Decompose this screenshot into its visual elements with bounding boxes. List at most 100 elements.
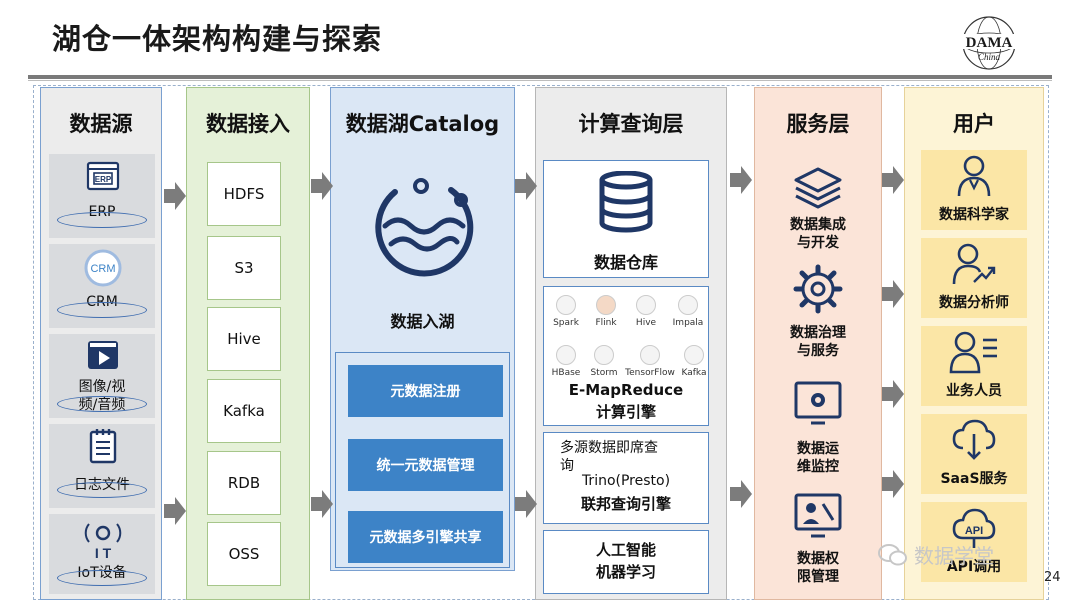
platter-ring xyxy=(57,212,147,228)
ai-ml-box: 人工智能 机器学习 xyxy=(543,530,709,594)
source-crm: CRM CRM xyxy=(49,244,155,328)
api-cloud-icon: API xyxy=(952,508,996,548)
flow-arrow-icon xyxy=(882,166,904,194)
column-users: 用户 数据科学家 数据分析师 业务人员 xyxy=(904,87,1044,600)
service-label-line2: 维监控 xyxy=(797,459,839,475)
crm-icon-text: CRM xyxy=(90,263,115,275)
warehouse-label: 数据仓库 xyxy=(593,253,658,272)
emr-subtitle: 计算引擎 xyxy=(595,403,656,421)
column-header: 数据源 xyxy=(69,112,133,136)
engine-flink: Flink xyxy=(586,295,626,328)
emr-engine-box: Spark Flink Hive Impala HBase Storm Tens… xyxy=(543,286,709,426)
svg-text:I T: I T xyxy=(95,545,112,560)
platter-ring xyxy=(57,482,147,498)
ml-label: 机器学习 xyxy=(595,563,656,581)
source-log: 日志文件 xyxy=(49,424,155,508)
source-label-line1: 图像/视 xyxy=(78,379,126,395)
column-header: 数据湖Catalog xyxy=(345,112,500,136)
flow-arrow-icon xyxy=(882,280,904,308)
page-title: 湖仓一体架构构建与探索 xyxy=(52,22,383,56)
wechat-icon xyxy=(878,543,907,565)
adhoc-query-box: 多源数据即席查 询 Trino(Presto) 联邦查询引擎 xyxy=(543,432,709,524)
engine-hbase: HBase xyxy=(546,345,586,378)
column-data-sources: 数据源 ERP ERP CRM CRM 图像/视 频/音频 xyxy=(40,87,162,600)
flow-arrow-icon xyxy=(882,380,904,408)
page-number: 24 xyxy=(1044,570,1061,585)
business-user-icon xyxy=(949,331,997,374)
user-data-analyst: 数据分析师 xyxy=(921,238,1027,318)
federated-query-label: 联邦查询引擎 xyxy=(580,495,671,513)
ingest-item: RDB xyxy=(207,451,281,515)
iot-icon: I T xyxy=(84,523,122,560)
user-label: API调用 xyxy=(946,559,1002,575)
flow-arrow-icon xyxy=(515,490,537,518)
service-label-line1: 数据运 xyxy=(797,441,839,457)
engine-storm: Storm xyxy=(584,345,624,378)
adhoc-line1: 多源数据即席查 xyxy=(560,440,658,456)
service-label-line1: 数据治理 xyxy=(790,325,846,341)
engine-tensorflow: TensorFlow xyxy=(624,345,676,378)
header-rule-thin xyxy=(28,80,1052,81)
metadata-panel: 元数据注册 统一元数据管理 元数据多引擎共享 xyxy=(335,352,510,568)
video-icon xyxy=(88,341,118,369)
ingest-item: S3 xyxy=(207,236,281,300)
metadata-sharing-block: 元数据多引擎共享 xyxy=(348,511,503,563)
user-label: 业务人员 xyxy=(946,383,1002,399)
crm-icon: CRM xyxy=(84,249,122,287)
source-media: 图像/视 频/音频 xyxy=(49,334,155,418)
platter-ring xyxy=(57,302,147,318)
logo-text-top: DAMA xyxy=(966,35,1013,51)
user-label: 数据分析师 xyxy=(939,295,1009,311)
engine-kafka: Kafka xyxy=(674,345,714,378)
admin-tools-icon xyxy=(794,493,842,538)
flow-arrow-icon xyxy=(515,172,537,200)
user-api: API API调用 xyxy=(921,502,1027,582)
engine-hive: Hive xyxy=(626,295,666,328)
flow-arrow-icon xyxy=(164,182,186,210)
flow-arrow-icon xyxy=(730,166,752,194)
gear-icon xyxy=(793,264,843,314)
column-header: 计算查询层 xyxy=(578,112,684,136)
engine-impala: Impala xyxy=(668,295,708,328)
user-label: SaaS服务 xyxy=(940,471,1008,487)
database-icon xyxy=(599,171,653,233)
column-services: 服务层 数据集成 与开发 数据治理 与服务 数据运 维监控 数据权 限管理 xyxy=(754,87,882,600)
scientist-icon xyxy=(957,155,991,197)
analyst-icon xyxy=(952,243,996,285)
monitor-gear-icon xyxy=(794,381,842,425)
lake-label: 数据入湖 xyxy=(390,312,455,331)
ingest-item: Kafka xyxy=(207,379,281,443)
flow-arrow-icon xyxy=(164,497,186,525)
column-header: 服务层 xyxy=(786,112,850,136)
service-label-line2: 与服务 xyxy=(797,343,839,359)
data-warehouse-box: 数据仓库 xyxy=(543,160,709,278)
column-data-ingest: 数据接入 HDFS S3 Hive Kafka RDB OSS xyxy=(186,87,310,600)
source-iot: I T IoT设备 xyxy=(49,514,155,594)
engine-spark: Spark xyxy=(546,295,586,328)
platter-ring xyxy=(57,570,147,586)
user-saas: SaaS服务 xyxy=(921,414,1027,494)
user-label: 数据科学家 xyxy=(939,207,1009,223)
metadata-register-block: 元数据注册 xyxy=(348,365,503,417)
api-icon-text: API xyxy=(965,525,983,537)
flow-arrow-icon xyxy=(882,470,904,498)
column-header: 数据接入 xyxy=(206,112,290,136)
flow-arrow-icon xyxy=(311,172,333,200)
column-compute-query: 计算查询层 数据仓库 Spark Flink Hive Impala HBase… xyxy=(535,87,727,600)
service-label-line1: 数据集成 xyxy=(790,217,846,233)
header-rule xyxy=(28,75,1052,79)
watermark-text: 数据学堂 xyxy=(914,544,994,568)
logo-text-bottom: China xyxy=(978,52,1001,62)
service-label-line1: 数据权 xyxy=(797,551,839,567)
erp-icon-text: ERP xyxy=(95,175,112,184)
flow-arrow-icon xyxy=(311,490,333,518)
flow-arrow-icon xyxy=(730,480,752,508)
column-header: 用户 xyxy=(953,112,995,136)
platter-ring xyxy=(57,396,147,412)
ingest-item: Hive xyxy=(207,307,281,371)
layers-icon xyxy=(794,167,842,209)
service-label-line2: 与开发 xyxy=(797,235,839,251)
watermark: 数据学堂 xyxy=(878,540,994,569)
emr-title: E-MapReduce xyxy=(568,381,684,399)
document-icon xyxy=(89,429,117,464)
